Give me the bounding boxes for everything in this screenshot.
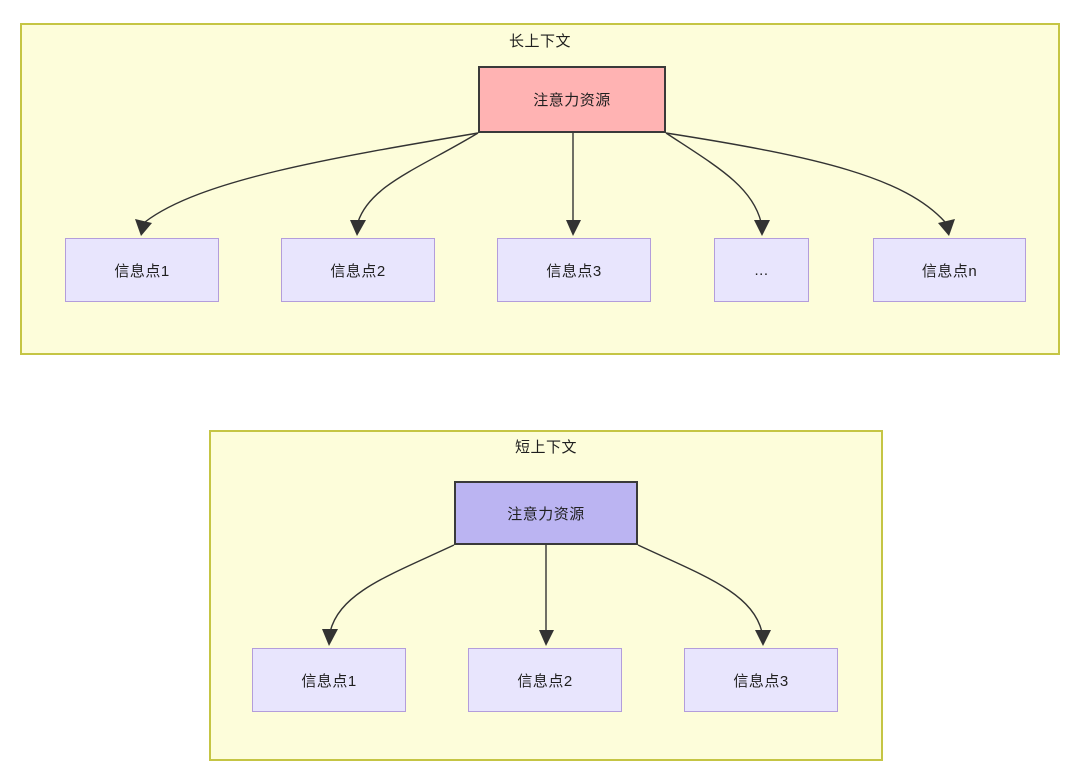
group-short-context-title: 短上下文: [514, 439, 578, 456]
node-long-info-point-2[interactable]: 信息点2: [281, 238, 435, 302]
node-long-info-point-n[interactable]: 信息点n: [873, 238, 1026, 302]
node-short-attention-resource[interactable]: 注意力资源: [454, 481, 638, 545]
node-long-attention-resource[interactable]: 注意力资源: [478, 66, 666, 133]
node-short-info-point-3[interactable]: 信息点3: [684, 648, 838, 712]
node-short-info-point-2[interactable]: 信息点2: [468, 648, 622, 712]
node-long-info-point-1[interactable]: 信息点1: [65, 238, 219, 302]
node-long-info-point-ellipsis[interactable]: ...: [714, 238, 809, 302]
node-short-info-point-1[interactable]: 信息点1: [252, 648, 406, 712]
group-long-context-title: 长上下文: [508, 33, 572, 50]
node-long-info-point-3[interactable]: 信息点3: [497, 238, 651, 302]
